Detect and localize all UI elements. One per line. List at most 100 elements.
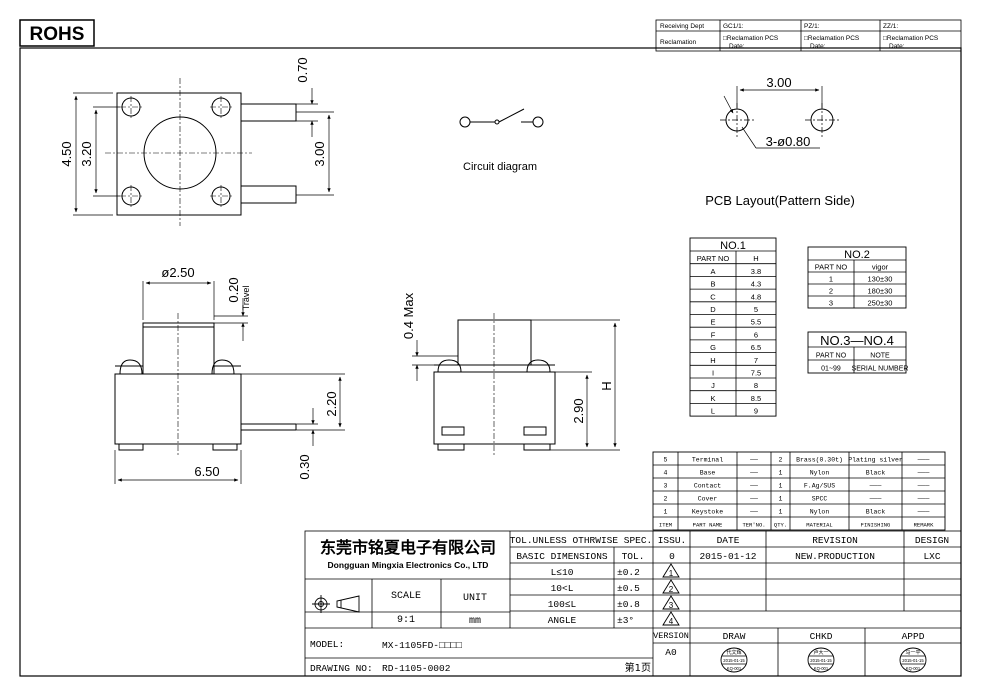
rev-design-header: DESIGN — [915, 535, 949, 546]
parts-cell: Brass(0.30t) — [796, 457, 843, 464]
front-view — [114, 281, 345, 484]
parts-cell: 1 — [779, 509, 783, 516]
scale-value: 9:1 — [397, 615, 415, 626]
rev-date-header: DATE — [717, 535, 740, 546]
dim-2-50: ø2.50 — [161, 265, 194, 280]
parts-cell: 1 — [779, 470, 783, 477]
parts-header: PART NAME — [693, 522, 723, 529]
rohs-label: ROHS — [30, 24, 85, 45]
no34-header: NOTE — [870, 353, 890, 360]
parts-header: TER'NO. — [742, 522, 765, 529]
no2-header: PART NO — [815, 263, 848, 272]
revision-triangle-icon — [662, 563, 680, 578]
no1-cell: 6.5 — [751, 343, 761, 352]
rev-issu-value: 0 — [669, 551, 675, 562]
version-label: VERSION — [653, 631, 689, 641]
dim-0-30: 0.30 — [297, 454, 312, 479]
recl-pcs-2: □Reclamation PCS — [804, 35, 860, 42]
no1-cell: L — [711, 407, 715, 416]
dim-0-70: 0.70 — [295, 57, 310, 82]
travel-label: Travel — [241, 286, 251, 311]
parts-cell: 5 — [664, 457, 668, 464]
approval-stamp-icon — [807, 647, 835, 673]
parts-cell: 1 — [779, 496, 783, 503]
revision-triangle-icon — [662, 579, 680, 594]
parts-cell: F.Ag/SUS — [804, 483, 835, 490]
tol-value: ±3° — [617, 615, 634, 626]
no2-cell: 1 — [829, 275, 833, 284]
tol-value: ±0.2 — [617, 567, 640, 578]
approval-stamps: 代文辉2015-01-15KQ-001卢大一2015-01-15KQ-001马一… — [720, 647, 927, 673]
drawing-no-value: RD-1105-0002 — [382, 663, 451, 674]
parts-cell: 3 — [664, 483, 668, 490]
company-name-en: Dongguan Mingxia Electronics Co., LTD — [328, 560, 489, 570]
parts-header: MATERIAL — [806, 522, 832, 529]
no1-header: PART NO — [697, 254, 730, 263]
no2-title: NO.2 — [844, 249, 870, 261]
approval-stamp-icon — [899, 647, 927, 673]
stamp-date: 2015-01-15 — [810, 658, 832, 663]
no1-cell: 4.8 — [751, 292, 761, 301]
reclamation-label: Reclamation — [660, 39, 697, 46]
no2-header: vigor — [872, 263, 889, 272]
stamp-code: KQ-001 — [727, 666, 742, 671]
top-view — [73, 78, 334, 226]
rohs-box — [19, 19, 95, 47]
tol-basic-value: ANGLE — [548, 615, 577, 626]
version-value: A0 — [665, 647, 677, 658]
dim-3-20: 3.20 — [79, 141, 94, 166]
parts-cell: Black — [866, 470, 886, 477]
rev-revision-value: NEW.PRODUCTION — [795, 551, 875, 562]
model-label: MODEL: — [310, 639, 344, 650]
dim-0-20: 0.20 — [226, 277, 241, 302]
parts-cell: Plating silver — [848, 457, 903, 464]
no1-cell: I — [712, 369, 714, 378]
no34-title: NO.3—NO.4 — [820, 333, 894, 348]
projection-symbol — [312, 595, 360, 613]
unit-value: mm — [469, 616, 481, 627]
no2-cell: 130±30 — [868, 275, 893, 284]
no1-cell: 4.3 — [751, 280, 761, 289]
no34-cell: 01~99 — [821, 366, 841, 373]
stamp-date: 2015-01-15 — [902, 658, 924, 663]
no1-title: NO.1 — [720, 240, 746, 252]
revision-triangle-icon — [662, 595, 680, 610]
parts-cell: Base — [700, 470, 716, 477]
parts-cell: Nylon — [810, 470, 830, 477]
parts-cell: ——— — [917, 457, 930, 464]
no1-cell: C — [710, 292, 716, 301]
parts-cell: —— — [749, 470, 758, 477]
company-name-cn: 东莞市铭夏电子有限公司 — [320, 538, 496, 557]
revision-triangle-number: 4 — [669, 617, 674, 626]
no2-cell: 250±30 — [868, 299, 893, 308]
side-base — [433, 371, 556, 445]
recl-pcs-3: □Reclamation PCS — [883, 35, 939, 42]
no1-cell: K — [710, 394, 715, 403]
no1-cell: 9 — [754, 407, 758, 416]
unit-label: UNIT — [463, 593, 487, 604]
no1-cell: H — [710, 356, 715, 365]
rev-revision-header: REVISION — [812, 535, 858, 546]
pcb-layout — [720, 86, 839, 149]
tol-header: TOL. — [622, 551, 645, 562]
stamp-name: 代文辉 — [726, 649, 741, 656]
no1-cell: A — [710, 267, 715, 276]
no1-cell: 6 — [754, 330, 758, 339]
no1-cell: 3.8 — [751, 267, 761, 276]
appd-label: APPD — [902, 631, 925, 642]
tol-basic-dimensions: BASIC DIMENSIONS — [516, 551, 608, 562]
parts-cell: —— — [749, 509, 758, 516]
no2-cell: 180±30 — [868, 287, 893, 296]
parts-cell: Cover — [698, 496, 718, 503]
no1-cell: 7 — [754, 356, 758, 365]
pz-label: PZ/1: — [804, 23, 820, 30]
dim-6-50: 6.50 — [194, 464, 219, 479]
no1-cell: B — [710, 280, 715, 289]
parts-cell: 1 — [779, 483, 783, 490]
no1-cell: 5.5 — [751, 318, 761, 327]
model-value: MX-1105FD-□□□□ — [382, 640, 462, 651]
